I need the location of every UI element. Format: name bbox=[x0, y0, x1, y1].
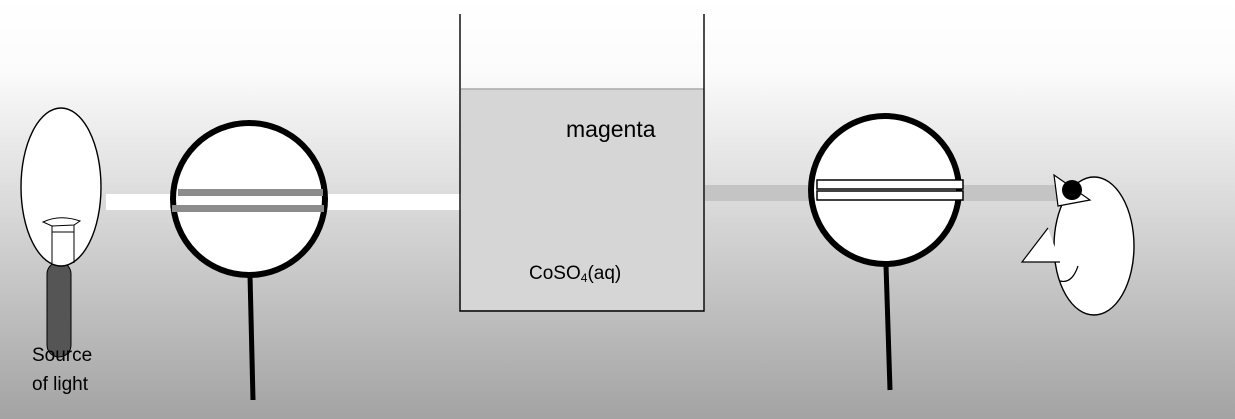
formula-prefix: CoSO bbox=[529, 263, 581, 284]
eye-face-icon bbox=[1020, 173, 1135, 316]
beaker-icon bbox=[459, 14, 705, 312]
source-label-line2: of light bbox=[32, 374, 88, 395]
formula-subscript: 4 bbox=[580, 271, 588, 285]
solution bbox=[461, 89, 704, 310]
source-of-light-label: Source of light bbox=[32, 341, 92, 399]
solution-formula-label: CoSO4(aq) bbox=[529, 263, 621, 285]
source-label-line1: Source bbox=[32, 345, 93, 366]
first-filter-icon bbox=[170, 120, 328, 401]
second-filter-icon bbox=[808, 113, 964, 391]
solution-color-label: magenta bbox=[566, 116, 656, 142]
formula-suffix: (aq) bbox=[587, 263, 622, 284]
light-bulb-icon bbox=[20, 107, 102, 358]
